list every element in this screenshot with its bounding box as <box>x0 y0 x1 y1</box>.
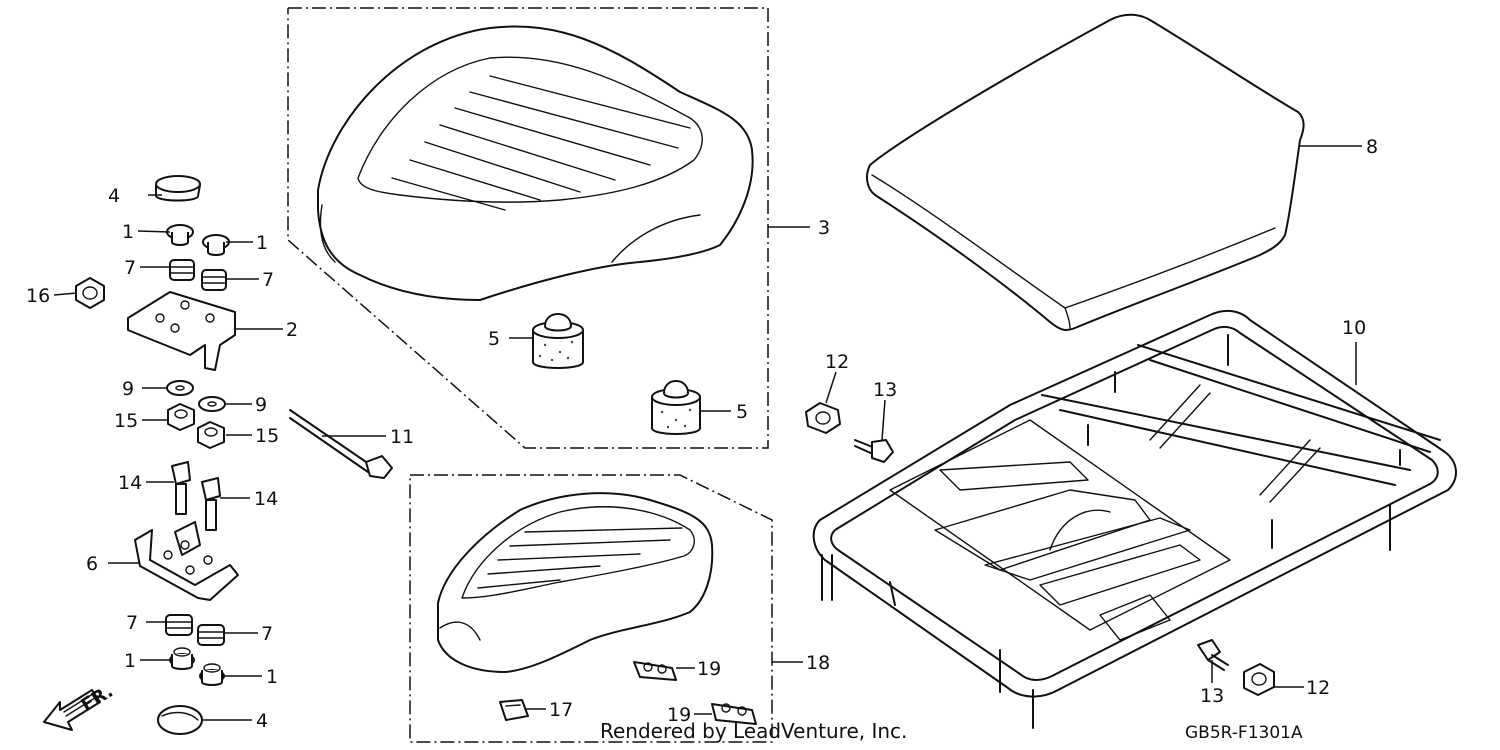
rubber-bumper-5b <box>651 380 701 435</box>
grommet-7b <box>201 269 227 291</box>
callout-14-b: 14 <box>254 488 278 510</box>
callout-7-b: 7 <box>262 269 274 291</box>
seat-small <box>437 492 714 673</box>
callout-7-d: 7 <box>261 623 273 645</box>
washer-9b <box>198 396 226 412</box>
callout-5-b: 5 <box>736 401 748 423</box>
rear-carrier-rack <box>812 309 1457 729</box>
diagram-code: GB5R-F1301A <box>1185 723 1303 743</box>
callout-9-a: 9 <box>122 378 134 400</box>
rendered-by-credit: Rendered by LeadVenture, Inc. <box>600 719 907 743</box>
collar-1b <box>202 234 230 256</box>
callout-13-a: 13 <box>873 379 897 401</box>
callout-14-a: 14 <box>118 472 142 494</box>
callout-15-b: 15 <box>255 425 279 447</box>
bracket-6 <box>134 521 239 601</box>
flange-nut-12a <box>805 402 841 434</box>
callout-19-b: 19 <box>667 704 691 726</box>
callout-13-b: 13 <box>1200 685 1224 707</box>
callout-16: 16 <box>26 285 50 307</box>
rubber-bumper-5a <box>532 313 584 369</box>
rubber-mount-19b <box>711 703 757 725</box>
grommet-7a <box>169 259 195 281</box>
callout-10: 10 <box>1342 317 1366 339</box>
clip-17 <box>499 699 529 721</box>
callout-15-a: 15 <box>114 410 138 432</box>
bolt-13a <box>854 439 894 463</box>
callout-19-a: 19 <box>697 658 721 680</box>
callout-17: 17 <box>549 699 573 721</box>
callout-2: 2 <box>286 319 298 341</box>
callout-4-top: 4 <box>108 185 120 207</box>
grommet-7d <box>197 624 225 646</box>
bracket-2 <box>127 291 236 371</box>
rubber-mount-19a <box>633 661 677 681</box>
callout-1-a: 1 <box>122 221 134 243</box>
collar-1a <box>166 224 194 246</box>
seat-large <box>317 25 754 301</box>
rear-cushion <box>866 13 1305 331</box>
washer-9a <box>166 380 194 396</box>
bolt-11 <box>289 409 393 479</box>
callout-1-b: 1 <box>256 232 268 254</box>
bolt-14b <box>201 477 221 531</box>
callout-12-b: 12 <box>1306 677 1330 699</box>
callout-6: 6 <box>86 553 98 575</box>
leader-lines <box>53 145 1362 721</box>
callout-11: 11 <box>390 426 414 448</box>
nut-15a <box>167 403 195 431</box>
callout-18: 18 <box>806 652 830 674</box>
seat-assembly-18-outline <box>409 474 773 743</box>
nut-15b <box>197 421 225 449</box>
front-direction-arrow: FR. <box>43 681 117 731</box>
callout-12-a: 12 <box>825 351 849 373</box>
callout-8: 8 <box>1366 136 1378 158</box>
bolt-13b <box>1197 639 1229 671</box>
nut-16 <box>75 277 105 309</box>
cap-4a <box>155 175 201 202</box>
callout-7-c: 7 <box>126 612 138 634</box>
callout-3: 3 <box>818 217 830 239</box>
collar-1d <box>199 663 225 686</box>
callout-9-b: 9 <box>255 394 267 416</box>
grommet-7c <box>165 614 193 636</box>
flange-nut-12b <box>1243 663 1275 696</box>
callout-1-d: 1 <box>266 666 278 688</box>
callout-labels: 4 1 1 7 7 16 2 9 9 15 15 11 14 14 6 7 7 … <box>26 136 1378 732</box>
callout-7-a: 7 <box>124 257 136 279</box>
collar-1c <box>169 647 195 670</box>
callout-4-bottom: 4 <box>256 710 268 732</box>
callout-5-a: 5 <box>488 328 500 350</box>
callout-1-c: 1 <box>124 650 136 672</box>
cap-4b <box>157 705 203 735</box>
seat-assembly-3-outline <box>287 7 769 449</box>
bolt-14a <box>171 461 191 515</box>
